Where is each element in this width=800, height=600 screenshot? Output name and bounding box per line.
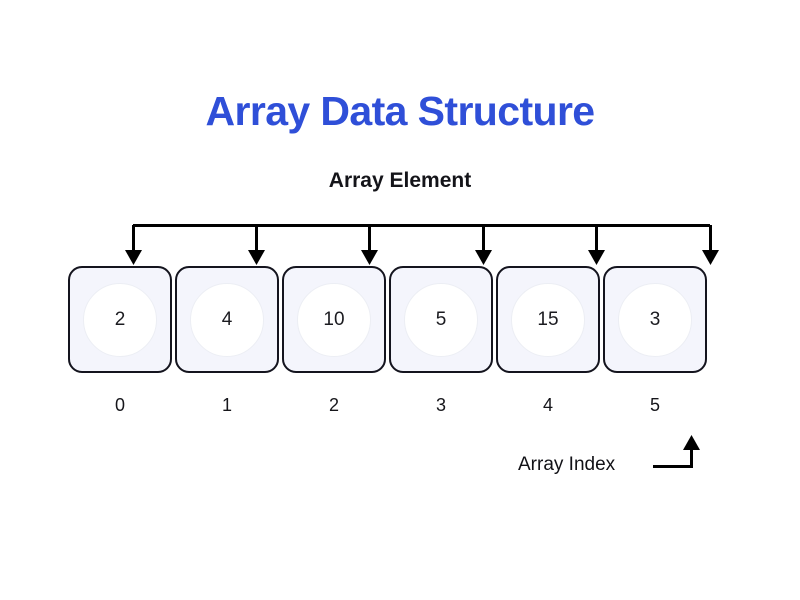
array-index-label: 1 — [221, 395, 232, 415]
array-cell[interactable]: 2 — [68, 266, 172, 373]
page-title: Array Data Structure — [205, 88, 595, 134]
array-index-label: 0 — [114, 395, 125, 415]
array-cell-value: 4 — [190, 282, 264, 357]
array-cell[interactable]: 4 — [175, 266, 279, 373]
array-cell[interactable]: 10 — [282, 266, 386, 373]
array-cell-value: 5 — [404, 282, 478, 357]
array-index-labels: 0 1 2 3 4 5 — [68, 395, 707, 416]
array-cell-value: 15 — [511, 282, 585, 357]
array-index-caption: Array Index — [518, 454, 616, 475]
array-cell-value: 10 — [297, 282, 371, 357]
array-cell[interactable]: 5 — [389, 266, 493, 373]
array-element-caption: Array Element — [328, 169, 472, 192]
array-cells: 2 4 10 5 15 3 — [68, 266, 707, 373]
array-cell[interactable]: 15 — [496, 266, 600, 373]
array-cell-value: 2 — [83, 282, 157, 357]
array-index-label: 3 — [435, 395, 446, 415]
array-index-label: 5 — [649, 395, 660, 415]
array-index-label: 2 — [328, 395, 339, 415]
array-index-label: 4 — [542, 395, 553, 415]
array-cell[interactable]: 3 — [603, 266, 707, 373]
array-cell-value: 3 — [618, 282, 692, 357]
